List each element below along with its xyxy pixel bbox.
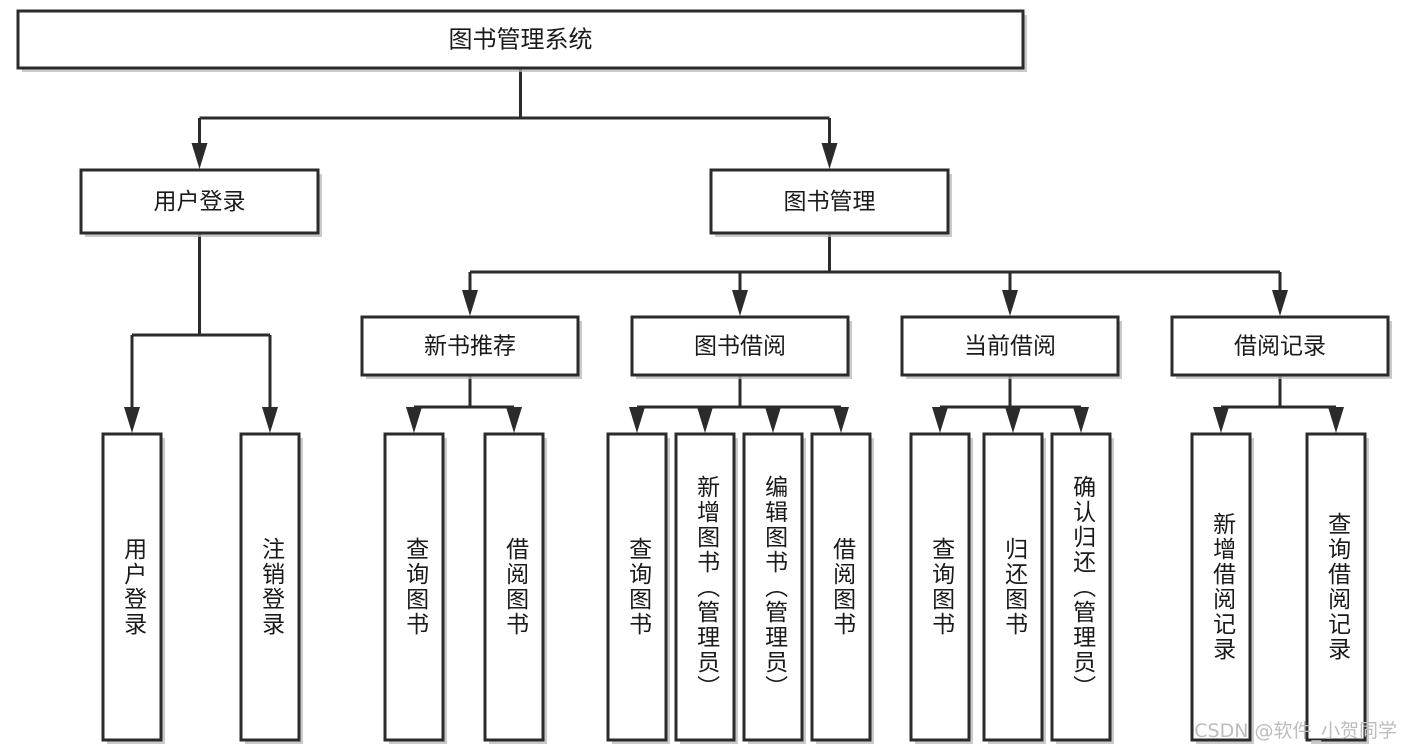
arrow-head-icon — [191, 143, 208, 169]
edge-layer — [124, 68, 1344, 433]
arrow-head-icon — [697, 407, 713, 433]
node-box-leaf-borrow-2[interactable] — [810, 432, 872, 742]
node-layer — [16, 9, 1392, 744]
arrow-head-icon — [1328, 407, 1344, 433]
arrow-head-icon — [821, 143, 838, 169]
edge-group-current-borrow — [932, 375, 1089, 433]
node-box-leaf-login[interactable] — [101, 432, 163, 742]
arrow-head-icon — [1272, 290, 1288, 316]
arrow-head-icon — [124, 407, 140, 433]
node-box-leaf-query-1[interactable] — [383, 432, 445, 742]
arrow-head-icon — [1005, 407, 1021, 433]
node-label-borrow-record: 借阅记录 — [1234, 334, 1326, 360]
edge-group-book-borrow — [629, 375, 849, 433]
edge-group-new-book-rec — [406, 375, 522, 433]
arrow-head-icon — [262, 407, 278, 433]
node-label-root: 图书管理系统 — [449, 26, 593, 54]
arrow-head-icon — [1213, 407, 1229, 433]
edge-group-borrow-record — [1213, 375, 1344, 433]
node-box-leaf-confirm[interactable] — [1050, 432, 1112, 742]
node-label-book-manage: 图书管理 — [784, 189, 876, 215]
node-box-leaf-query-rec[interactable] — [1305, 432, 1367, 742]
node-box-user-login[interactable] — [79, 168, 320, 235]
edge-group-book-manage — [462, 233, 1288, 316]
arrow-head-icon — [833, 407, 849, 433]
arrow-head-icon — [406, 407, 422, 433]
node-box-book-borrow[interactable] — [630, 315, 850, 377]
node-box-current-borrow[interactable] — [900, 315, 1120, 377]
arrow-head-icon — [629, 407, 645, 433]
watermark-text: CSDN @软件_小贺同学 — [1194, 720, 1397, 742]
arrow-head-icon — [932, 407, 948, 433]
node-label-book-borrow: 图书借阅 — [694, 334, 786, 360]
arrow-head-icon — [506, 407, 522, 433]
node-label-new-book-rec: 新书推荐 — [424, 334, 516, 360]
node-box-leaf-query-2[interactable] — [606, 432, 668, 742]
arrow-head-icon — [732, 290, 748, 316]
node-box-new-book-rec[interactable] — [360, 315, 580, 377]
node-box-leaf-add-rec[interactable] — [1190, 432, 1252, 742]
node-box-leaf-return[interactable] — [982, 432, 1044, 742]
arrow-head-icon — [1002, 290, 1018, 316]
node-box-leaf-borrow-1[interactable] — [483, 432, 545, 742]
node-box-leaf-add-book[interactable] — [674, 432, 736, 742]
node-box-root[interactable] — [16, 9, 1025, 70]
node-box-leaf-logout[interactable] — [239, 432, 301, 742]
arrow-head-icon — [462, 290, 478, 316]
edge-group-user-login — [124, 233, 278, 433]
node-box-leaf-query-3[interactable] — [909, 432, 971, 742]
edge-group-root — [191, 68, 838, 169]
arrow-head-icon — [1073, 407, 1089, 433]
node-label-user-login: 用户登录 — [154, 189, 246, 215]
node-box-book-manage[interactable] — [709, 168, 950, 235]
arrow-head-icon — [765, 407, 781, 433]
node-box-leaf-edit-book[interactable] — [742, 432, 804, 742]
node-box-borrow-record[interactable] — [1170, 315, 1390, 377]
node-label-current-borrow: 当前借阅 — [964, 334, 1056, 360]
